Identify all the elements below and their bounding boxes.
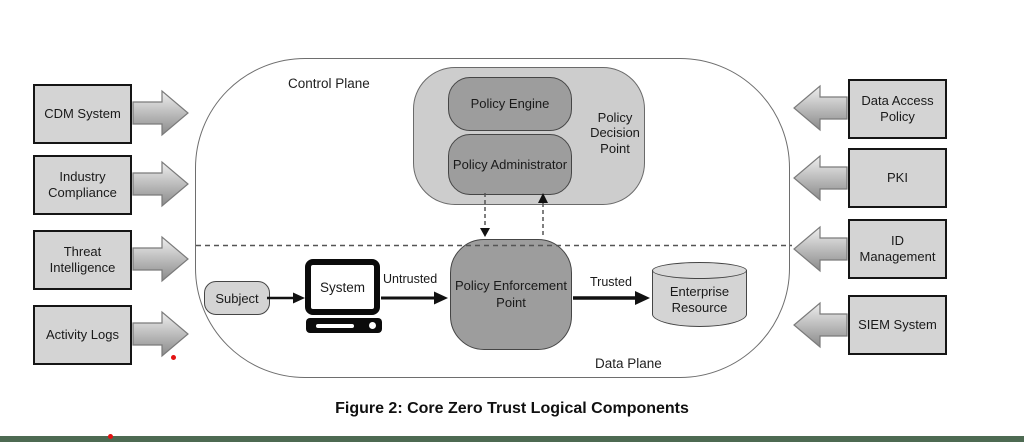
activity-logs-arrow-icon: [132, 310, 189, 358]
system-label: System: [319, 279, 365, 295]
id-management-arrow-icon: [793, 225, 848, 273]
bottom-green-bar: [0, 436, 1024, 442]
system-base-light-icon: [369, 322, 376, 329]
trusted-label: Trusted: [590, 275, 632, 289]
policy-decision-point-label: Policy Decision Point: [590, 110, 640, 156]
system-base-slot-icon: [316, 324, 354, 328]
red-marker-dot-bottom: [108, 434, 113, 439]
policy-enforcement-point-box: Policy Enforcement Point: [450, 239, 572, 350]
enterprise-resource-cylinder: Enterprise Resource: [652, 270, 747, 327]
siem-system-arrow-icon: [793, 301, 848, 349]
data-plane-label: Data Plane: [595, 356, 662, 371]
cdm-system-box: CDM System: [33, 84, 132, 144]
pki-box: PKI: [848, 148, 947, 208]
enterprise-resource-cylinder-top: [652, 262, 747, 279]
cdm-system-arrow-icon: [132, 89, 189, 137]
policy-administrator-box: Policy Administrator: [448, 134, 572, 195]
system-monitor-icon: System: [305, 259, 380, 315]
untrusted-label: Untrusted: [383, 272, 438, 286]
control-plane-label: Control Plane: [288, 76, 370, 91]
siem-system-box: SIEM System: [848, 295, 947, 355]
figure-caption: Figure 2: Core Zero Trust Logical Compon…: [335, 400, 689, 417]
industry-compliance-arrow-icon: [132, 160, 189, 208]
threat-intelligence-box: Threat Intelligence: [33, 230, 132, 290]
data-access-policy-arrow-icon: [793, 84, 848, 132]
pki-arrow-icon: [793, 154, 848, 202]
data-access-policy-box: Data Access Policy: [848, 79, 947, 139]
id-management-box: ID Management: [848, 219, 947, 279]
red-marker-dot: [171, 355, 176, 360]
policy-engine-box: Policy Engine: [448, 77, 572, 131]
threat-intelligence-arrow-icon: [132, 235, 189, 283]
industry-compliance-box: Industry Compliance: [33, 155, 132, 215]
subject-box: Subject: [204, 281, 270, 315]
activity-logs-box: Activity Logs: [33, 305, 132, 365]
